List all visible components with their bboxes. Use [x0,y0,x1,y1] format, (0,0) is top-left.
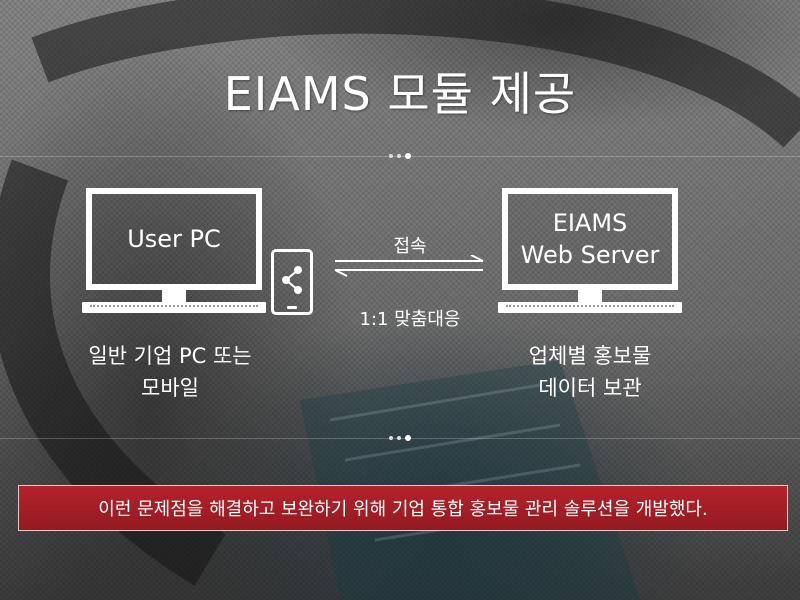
server-monitor: EIAMS Web Server [498,188,682,316]
user-pc-screen: User PC [86,188,262,290]
bottom-divider-dots [386,434,416,444]
server-caption-line1: 업체별 홍보물 [528,344,652,368]
divider-dot [405,153,411,159]
divider-dot [389,436,393,440]
user-pc-caption: 일반 기업 PC 또는 모바일 [40,340,300,404]
share-icon [282,266,302,294]
server-label-line1: EIAMS [552,209,628,237]
slide-title: EIAMS 모듈 제공 [223,67,577,121]
summary-banner-text: 이런 문제점을 해결하고 보완하기 위해 기업 통합 홍보물 관리 솔루션을 개… [98,499,708,520]
connection-label: 접속 [393,236,427,257]
monitor-neck [162,290,186,302]
divider-dot [397,436,401,440]
bidirectional-arrows-icon [334,255,484,277]
top-divider-dots [386,152,416,162]
server-caption: 업체별 홍보물 데이터 보관 [490,340,690,404]
user-pc-caption-line2: 모바일 [141,376,199,400]
mobile-share-icon [271,249,313,315]
summary-banner: 이런 문제점을 해결하고 보완하기 위해 기업 통합 홍보물 관리 솔루션을 개… [18,485,788,531]
server-label-line2: Web Server [520,241,660,269]
monitor-neck [578,290,602,302]
divider-dot [397,154,401,158]
user-pc-label: User PC [127,225,221,253]
server-screen: EIAMS Web Server [502,188,678,290]
phone-home-button [287,306,297,309]
user-pc-caption-line1: 일반 기업 PC 또는 [88,344,252,368]
divider-dot [405,435,411,441]
monitor-base [498,302,682,313]
one-to-one-label: 1:1 맞춤대응 [359,309,461,330]
server-caption-line2: 데이터 보관 [538,376,642,400]
monitor-base [82,302,266,313]
divider-dot [389,154,393,158]
user-pc-monitor: User PC [82,188,266,316]
